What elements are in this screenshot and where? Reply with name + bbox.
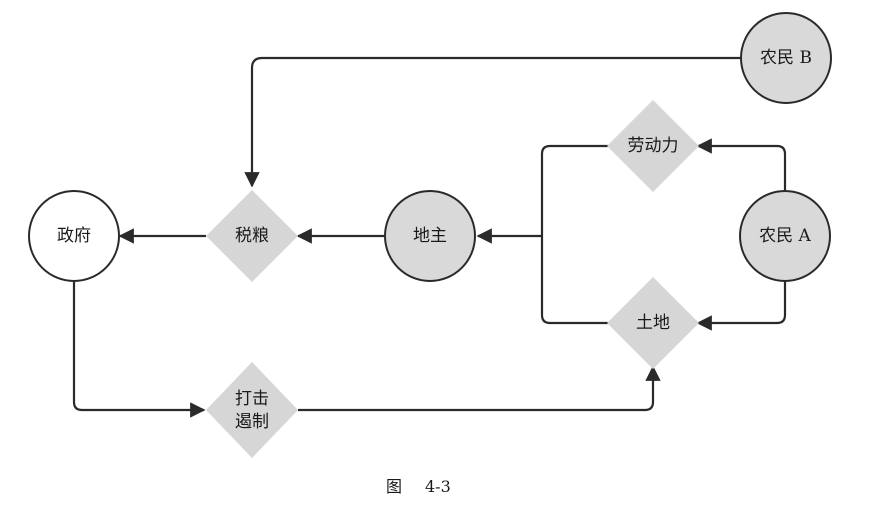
edge-farmer-a-to-labor [696, 138, 787, 190]
node-tax-grain-diamond [206, 190, 298, 282]
edge-farmer-a-to-land [696, 282, 787, 331]
node-farmer-b-circle [740, 12, 832, 104]
node-landlord-label: 地主 [413, 226, 447, 246]
edge-farmer-b-to-tax-grain [244, 56, 741, 188]
node-government-label: 政府 [57, 226, 91, 246]
figure-caption-prefix: 图 [386, 477, 402, 496]
node-suppress-label-line2: 遏制 [235, 412, 269, 432]
node-tax-grain: 税粮 [206, 190, 298, 282]
node-suppress-label-line1: 打击 [235, 389, 269, 409]
node-tax-grain-label: 税粮 [235, 226, 269, 246]
node-government: 政府 [28, 190, 120, 282]
node-labor: 劳动力 [607, 100, 699, 192]
figure-caption: 图 4-3 [386, 477, 451, 496]
node-government-circle [28, 190, 120, 282]
node-farmer-a: 农民 A [739, 190, 831, 282]
figure-caption-number: 4-3 [425, 477, 451, 496]
edge-government-to-suppress [72, 282, 206, 418]
node-land-diamond [607, 277, 699, 369]
node-farmer-b-label: 农民 B [760, 48, 812, 68]
node-farmer-a-circle [739, 190, 831, 282]
node-farmer-a-label: 农民 A [759, 226, 811, 246]
node-labor-diamond [607, 100, 699, 192]
node-landlord-circle [384, 190, 476, 282]
node-suppress: 打击 遏制 [206, 362, 298, 458]
node-suppress-diamond [206, 362, 298, 458]
edge-suppress-to-land [298, 365, 661, 412]
node-land-label: 土地 [636, 313, 670, 333]
node-farmer-b: 农民 B [740, 12, 832, 104]
node-landlord: 地主 [384, 190, 476, 282]
node-land: 土地 [607, 277, 699, 369]
edge-land-to-landlord [540, 236, 608, 325]
edge-labor-to-landlord [540, 144, 608, 236]
node-labor-label: 劳动力 [628, 136, 679, 156]
